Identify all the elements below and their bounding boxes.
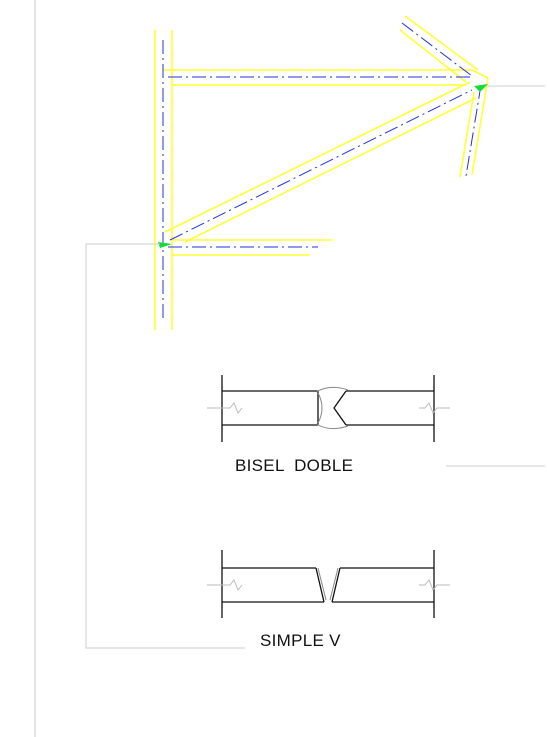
simplev-bevel-left: [315, 567, 325, 603]
simplev-break-right: [419, 579, 450, 591]
right-leg-centerline: [465, 84, 482, 177]
label-bisel-doble: BISEL DOBLE: [235, 456, 354, 475]
simplev-break-symbols: [207, 579, 450, 591]
leader-lines: [85, 85, 545, 649]
simplev-bevel-right: [331, 567, 341, 603]
weld-marker-bottom-joint: [158, 242, 172, 248]
right-member-outline-upper: [404, 15, 479, 71]
joint-closure-top-right: [471, 69, 489, 79]
bisel-break-symbols: [207, 402, 450, 414]
simplev-break-left: [207, 579, 243, 591]
label-simple-v: SIMPLE V: [260, 631, 341, 650]
diagonal-outline-lower: [184, 97, 477, 243]
right-leg-outline-left: [459, 91, 475, 178]
bisel-weld-bead: [315, 386, 349, 430]
bisel-break-left: [207, 402, 243, 414]
right-member-outline-lower: [399, 29, 467, 83]
diagonal-outline-upper: [164, 81, 471, 233]
truss-frame: [154, 15, 489, 330]
bisel-double-bevel-edge: [333, 390, 347, 426]
simple-v-profile: [221, 550, 435, 618]
diagonal-centerline: [169, 89, 473, 241]
bisel-doble-profile: [221, 375, 435, 442]
right-member-centerline: [401, 22, 473, 77]
leader-simple-v: [85, 243, 245, 649]
bisel-break-right: [419, 402, 450, 414]
centerlines: [162, 22, 482, 320]
weld-marker-top-joint: [474, 84, 488, 92]
simplev-weld-bead: [317, 567, 339, 601]
right-leg-outline-right: [471, 77, 489, 176]
